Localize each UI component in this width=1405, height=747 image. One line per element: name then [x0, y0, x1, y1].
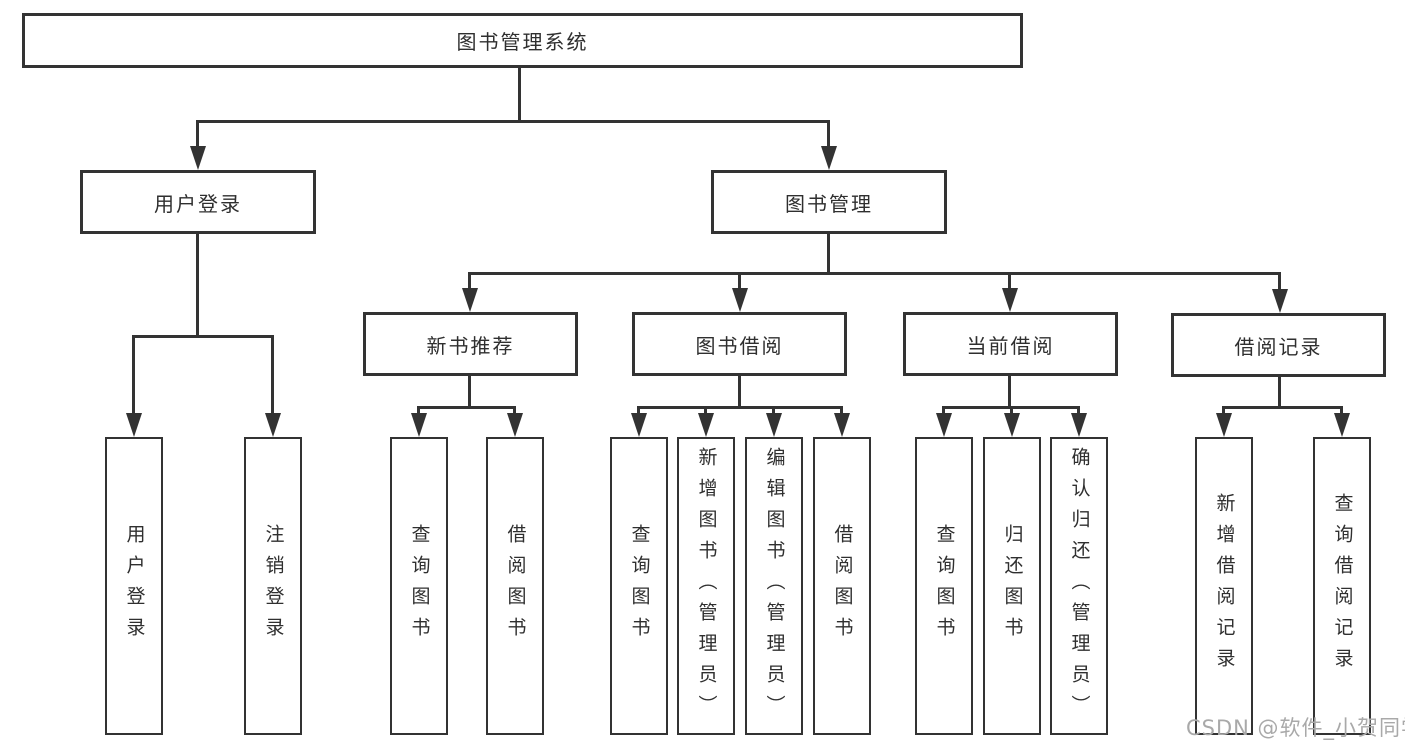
connector-root-rail [196, 120, 830, 123]
connector-book-borrow-stem [738, 376, 741, 406]
leaf-confirm-return-admin: 确认归还（管理员） [1050, 437, 1108, 735]
arrow-down-icon [821, 146, 837, 170]
arrow-down-icon [507, 413, 523, 437]
connector-book-management-stem [827, 234, 830, 272]
connector-drop-leaf [1010, 406, 1013, 415]
node-user-login: 用户登录 [80, 170, 316, 234]
connector-drop-book-borrow [738, 272, 741, 290]
connector-borrow-records-stem [1278, 377, 1281, 406]
connector-book-management-rail [468, 272, 1281, 275]
leaf-add-books-admin: 新增图书（管理员） [677, 437, 735, 735]
arrow-down-icon [1002, 288, 1018, 312]
connector-drop-leaf [942, 406, 945, 415]
connector-drop-current-borrow [1008, 272, 1011, 290]
arrow-down-icon [190, 146, 206, 170]
node-new-book-recommend: 新书推荐 [363, 312, 578, 376]
arrow-down-icon [732, 288, 748, 312]
connector-drop-leaf [1340, 406, 1343, 415]
connector-drop-book-management [827, 120, 830, 148]
connector-drop-leaf [637, 406, 640, 415]
watermark-csdn: CSDN @软件_小贺同学 [1186, 716, 1405, 740]
leaf-borrow-books-recommend: 借阅图书 [486, 437, 544, 735]
arrow-down-icon [1004, 413, 1020, 437]
leaf-add-borrow-record: 新增借阅记录 [1195, 437, 1253, 735]
node-borrow-records: 借阅记录 [1171, 313, 1386, 377]
node-book-borrow: 图书借阅 [632, 312, 847, 376]
connector-new-book-rail [417, 406, 516, 409]
arrow-down-icon [698, 413, 714, 437]
connector-drop-leaf [513, 406, 516, 415]
arrow-down-icon [1071, 413, 1087, 437]
connector-drop-borrow-records [1278, 272, 1281, 290]
arrow-down-icon [265, 413, 281, 437]
leaf-return-books: 归还图书 [983, 437, 1041, 735]
connector-borrow-records-rail [1222, 406, 1343, 409]
arrow-down-icon [766, 413, 782, 437]
leaf-edit-books-admin: 编辑图书（管理员） [745, 437, 803, 735]
connector-drop-user-login [196, 120, 199, 148]
leaf-query-books-current: 查询图书 [915, 437, 973, 735]
arrow-down-icon [1272, 289, 1288, 313]
connector-drop-leaf [704, 406, 707, 415]
leaf-query-borrow-record: 查询借阅记录 [1313, 437, 1371, 735]
connector-drop-leaf-logout [271, 335, 274, 415]
node-book-management: 图书管理 [711, 170, 947, 234]
connector-user-login-rail [132, 335, 273, 338]
leaf-borrow-books-borrow: 借阅图书 [813, 437, 871, 735]
connector-drop-leaf [1222, 406, 1225, 415]
arrow-down-icon [834, 413, 850, 437]
arrow-down-icon [411, 413, 427, 437]
leaf-query-books-borrow: 查询图书 [610, 437, 668, 735]
arrow-down-icon [126, 413, 142, 437]
arrow-down-icon [936, 413, 952, 437]
connector-user-login-stem [196, 234, 199, 335]
leaf-query-books-recommend: 查询图书 [390, 437, 448, 735]
connector-drop-leaf [1077, 406, 1080, 415]
connector-new-book-stem [468, 376, 471, 406]
connector-drop-leaf [772, 406, 775, 415]
arrow-down-icon [631, 413, 647, 437]
connector-drop-leaf-user-login [132, 335, 135, 415]
connector-drop-new-book-recommend [468, 272, 471, 290]
connector-drop-leaf [840, 406, 843, 415]
connector-current-borrow-stem [1008, 376, 1011, 406]
connector-root-stem [518, 68, 521, 120]
node-library-system: 图书管理系统 [22, 13, 1023, 68]
node-current-borrow: 当前借阅 [903, 312, 1118, 376]
arrow-down-icon [1334, 413, 1350, 437]
connector-drop-leaf [417, 406, 420, 415]
leaf-logout: 注销登录 [244, 437, 302, 735]
connector-book-borrow-rail [637, 406, 843, 409]
leaf-user-login: 用户登录 [105, 437, 163, 735]
arrow-down-icon [1216, 413, 1232, 437]
arrow-down-icon [462, 288, 478, 312]
